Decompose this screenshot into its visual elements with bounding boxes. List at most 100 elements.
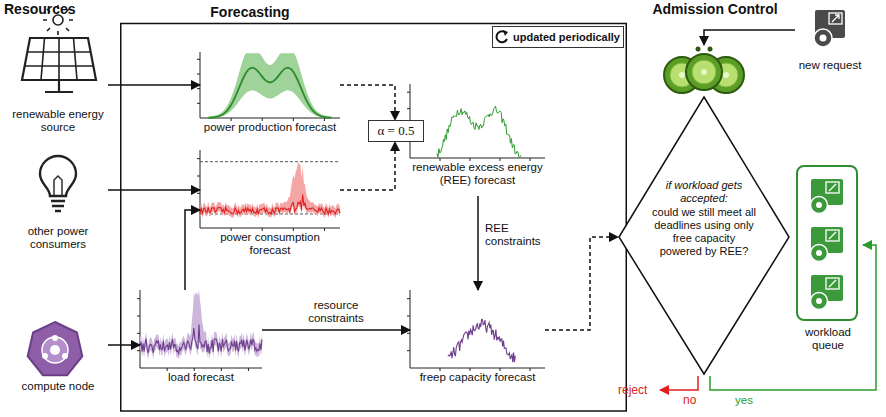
chart-axes [197, 150, 340, 231]
drawing-part [231, 228, 232, 231]
reject-arrow [660, 376, 698, 390]
node-box: workload queue [793, 165, 863, 360]
node-text: other power consumers [8, 225, 108, 251]
drawing-part [200, 52, 340, 118]
drawing-part [829, 280, 836, 287]
drawing-part [530, 368, 531, 371]
node-box: compute node [8, 318, 108, 410]
drawing-part [194, 368, 195, 371]
node-box: α = 0.5 [368, 120, 424, 142]
drawing-part [197, 176, 200, 177]
edge-label: REE constraints [485, 222, 565, 248]
drawing-part [826, 182, 839, 193]
drawing-part [829, 13, 842, 24]
drawing-part [696, 47, 701, 52]
drawing-part [42, 353, 48, 359]
drawing-part [28, 322, 83, 375]
node-text: renewable energy source [8, 108, 108, 134]
drawing-part [40, 156, 76, 196]
drawing-part [832, 15, 839, 22]
drawing-part [324, 228, 325, 231]
node-text: new request [795, 59, 865, 72]
drawing-part [293, 228, 294, 231]
drawing-part [407, 298, 410, 299]
drawing-part [826, 278, 839, 289]
drawing-part [816, 250, 822, 256]
forecasting-panel: Forecasting updated periodically power pro… [120, 3, 627, 412]
drawing-part [811, 245, 828, 262]
drawing-part [324, 118, 325, 121]
drawing-part [440, 368, 441, 371]
node-text: workload queue [793, 326, 863, 352]
drawing-part [197, 88, 200, 89]
drawing-part [200, 150, 340, 228]
forecast-line [200, 194, 340, 214]
edge-label: resource constraints [291, 299, 381, 325]
drawing-part [54, 176, 62, 196]
connector-arrow [340, 142, 395, 190]
drawing-part [137, 350, 140, 351]
node-text: renewable excess energy (REE) forecast [410, 161, 545, 187]
drawing-part [137, 333, 140, 334]
node-box: other power consumers [8, 150, 108, 255]
node-text: compute node [8, 380, 108, 393]
drawing-part [820, 35, 827, 42]
drawing-part [500, 158, 501, 161]
forecast-band [200, 162, 340, 218]
node-box: updated periodically [492, 26, 624, 48]
drawing-part [816, 202, 822, 208]
drawing-part [45, 80, 73, 92]
drawing-part [407, 333, 410, 334]
drawing-part [708, 47, 713, 52]
connector-arrow [477, 196, 479, 290]
drawing-part [197, 103, 200, 104]
drawing-part [811, 197, 828, 214]
drawing-part [410, 290, 545, 368]
drawing-part [407, 350, 410, 351]
drawing-part [826, 230, 839, 241]
node-box: load forecast [140, 290, 262, 386]
drawing-part [248, 368, 249, 371]
node-box: renewable excess energy (REE) forecast [410, 84, 545, 194]
drawing-part [137, 298, 140, 299]
queue-box [793, 165, 863, 323]
connector-arrow [545, 237, 618, 330]
drawing-part [440, 158, 441, 161]
drawing-part [686, 54, 722, 90]
forecasting-frame [120, 3, 627, 412]
drawing-part [470, 368, 471, 371]
drawing-part [407, 316, 410, 317]
drawing-part [231, 118, 232, 121]
node-text: α = 0.5 [369, 124, 423, 138]
drawing-part [679, 72, 685, 78]
drawing-part [52, 335, 58, 341]
node-text: load forecast [140, 371, 262, 384]
drawing-part [814, 29, 832, 47]
connector-arrow [108, 84, 200, 86]
solar-panel-icon [22, 5, 96, 92]
request-icon [814, 10, 845, 47]
drawing-part [701, 69, 707, 75]
drawing-part [829, 232, 836, 239]
forecast-line [208, 68, 331, 118]
drawing-part [723, 72, 729, 78]
drawing-part [530, 158, 531, 161]
drawing-part [262, 228, 263, 231]
drawing-part [51, 201, 65, 211]
drawing-part [197, 74, 200, 75]
chart-axes [407, 290, 545, 371]
drawing-part [829, 184, 836, 191]
drawing-part [197, 158, 200, 159]
drawing-part [137, 316, 140, 317]
drawing-part [121, 24, 627, 412]
node-box: new request [795, 8, 865, 94]
node-box: power production forecast [200, 52, 340, 136]
section-heading: Forecasting [120, 4, 380, 20]
refresh-icon [493, 27, 511, 47]
chart-axes [197, 52, 340, 121]
decision-label: reject [618, 384, 658, 397]
node-box: power consumption forecast [200, 150, 340, 259]
connector-arrow [704, 30, 795, 45]
drawing-part [262, 118, 263, 121]
drawing-part [197, 59, 200, 60]
